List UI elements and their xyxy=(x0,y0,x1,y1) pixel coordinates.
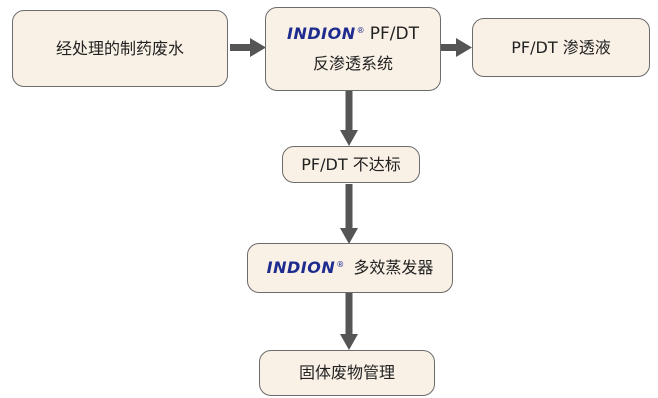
node-solid-label: 固体废物管理 xyxy=(298,363,395,382)
registered-mark: ® xyxy=(336,259,345,269)
indion-logo: INDION xyxy=(266,258,336,277)
node-ro-system: INDION® PF/DT 反渗透系统 xyxy=(265,7,441,91)
node-mee: INDION® 多效蒸发器 xyxy=(247,243,453,293)
arrow-ro-to-reject-head xyxy=(340,130,358,146)
arrow-input-to-ro-head xyxy=(250,38,266,57)
node-input: 经处理的制药废水 xyxy=(12,10,228,87)
indion-logo: INDION xyxy=(287,24,356,44)
node-mee-title: INDION® 多效蒸发器 xyxy=(267,258,434,278)
arrow-ro-to-permeate-shaft xyxy=(440,44,458,51)
arrow-ro-to-reject-shaft xyxy=(345,90,353,132)
registered-mark: ® xyxy=(356,26,365,36)
node-ro-title: INDION® PF/DT xyxy=(287,24,419,45)
arrow-mee-to-solid-shaft xyxy=(345,292,353,336)
node-permeate-label: PF/DT 渗透液 xyxy=(511,37,611,57)
node-solid-waste: 固体废物管理 xyxy=(259,350,435,396)
node-permeate: PF/DT 渗透液 xyxy=(472,18,650,77)
arrow-mee-to-solid-head xyxy=(340,334,358,350)
arrow-ro-to-permeate-head xyxy=(456,38,472,57)
node-ro-model: PF/DT xyxy=(369,24,419,45)
node-ro-name: 反渗透系统 xyxy=(312,53,393,73)
node-input-label: 经处理的制药废水 xyxy=(55,38,184,58)
arrow-input-to-ro-shaft xyxy=(230,44,252,51)
node-mee-name: 多效蒸发器 xyxy=(353,258,434,277)
node-reject-label: PF/DT 不达标 xyxy=(301,154,401,174)
node-reject: PF/DT 不达标 xyxy=(282,146,420,183)
arrow-reject-to-mee-shaft xyxy=(345,184,353,230)
arrow-reject-to-mee-head xyxy=(340,228,358,244)
